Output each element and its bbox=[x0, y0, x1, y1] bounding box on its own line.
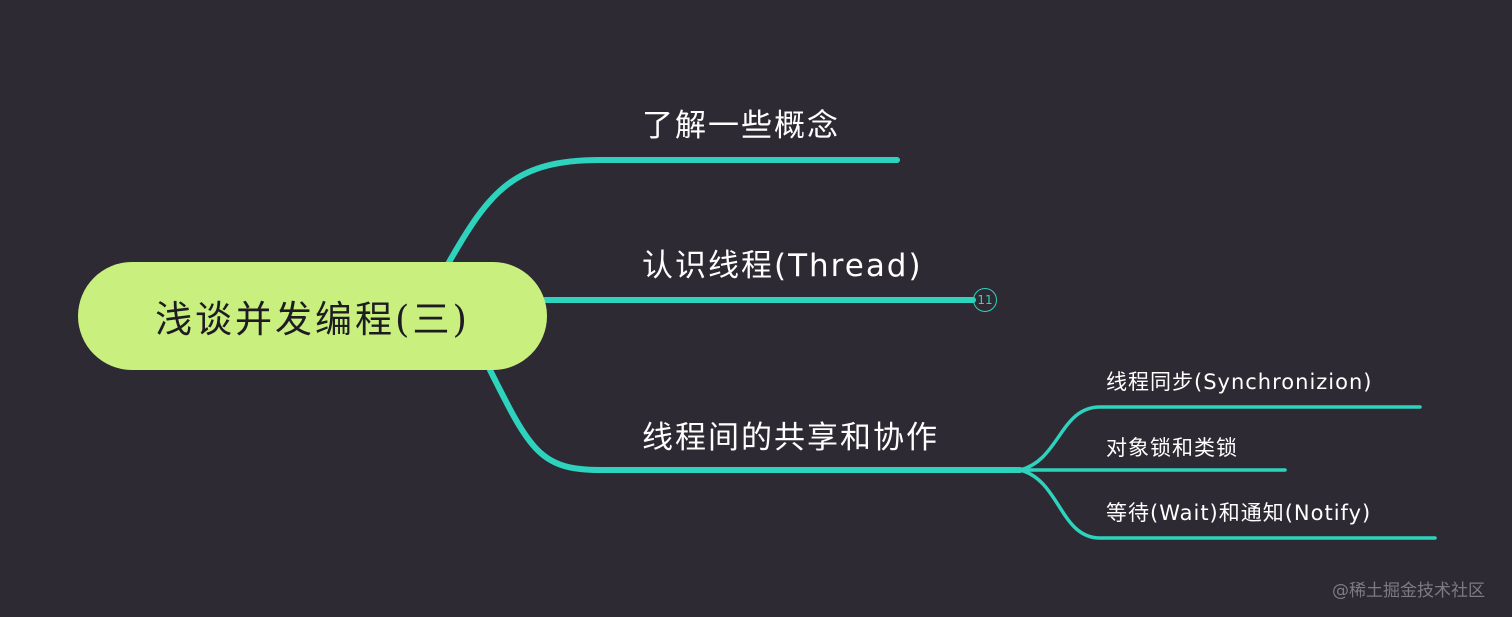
subtopic-wait-notify[interactable]: 等待(Wait)和通知(Notify) bbox=[1106, 497, 1371, 527]
root-topic[interactable]: 浅谈并发编程(三) bbox=[78, 262, 547, 370]
connector-child-1 bbox=[1018, 405, 1422, 472]
branch-topic-label: 线程间的共享和协作 bbox=[642, 420, 939, 456]
branch-topic-label: 了解一些概念 bbox=[642, 108, 840, 144]
subtopic-label: 线程同步(Synchronizion) bbox=[1106, 370, 1373, 394]
branch-topic-label: 认识线程(Thread) bbox=[642, 248, 923, 284]
connector-child-3 bbox=[1018, 468, 1437, 540]
watermark: @稀土掘金技术社区 bbox=[1332, 581, 1485, 601]
subtopic-label: 等待(Wait)和通知(Notify) bbox=[1106, 501, 1372, 525]
branch-topic-concepts[interactable]: 了解一些概念 bbox=[642, 100, 840, 145]
root-topic-label: 浅谈并发编程(三) bbox=[155, 298, 470, 341]
collapsed-count: 11 bbox=[977, 293, 993, 307]
subtopic-object-class-lock[interactable]: 对象锁和类锁 bbox=[1106, 432, 1238, 462]
collapsed-children-badge[interactable]: 11 bbox=[973, 288, 997, 312]
subtopic-synchronization[interactable]: 线程同步(Synchronizion) bbox=[1106, 366, 1373, 396]
subtopic-label: 对象锁和类锁 bbox=[1106, 436, 1238, 460]
connector-branch-1 bbox=[445, 157, 900, 267]
branch-topic-sharing-cooperation[interactable]: 线程间的共享和协作 bbox=[642, 412, 939, 457]
branch-topic-thread[interactable]: 认识线程(Thread) bbox=[642, 240, 923, 285]
connector-branch-3 bbox=[487, 367, 1023, 473]
